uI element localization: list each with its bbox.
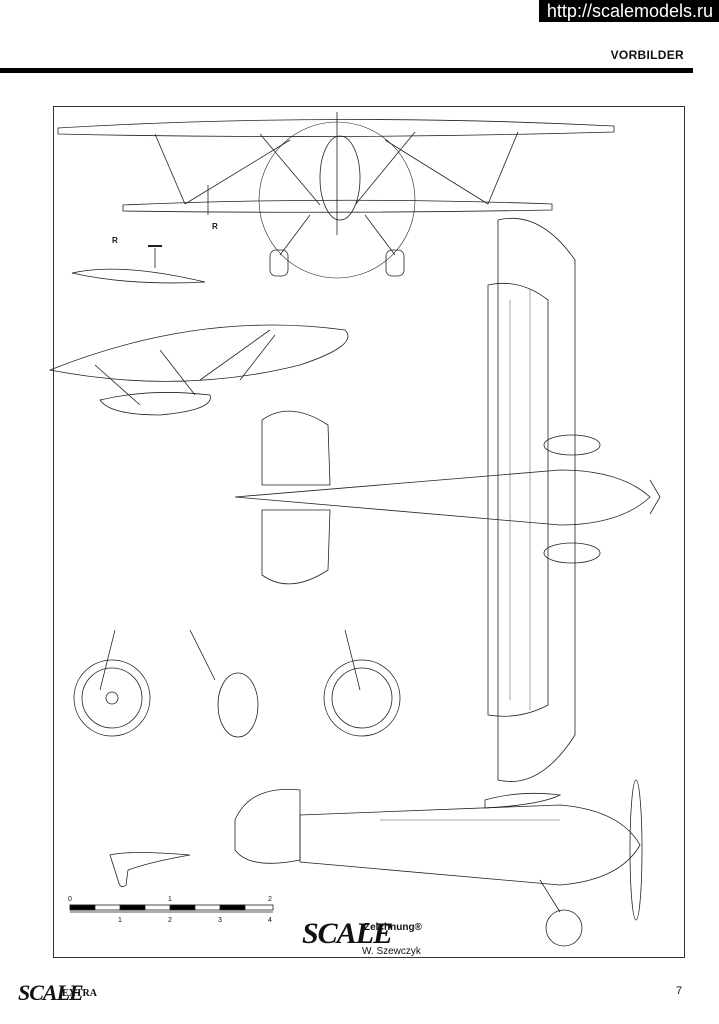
footer-logo: SCALE (18, 980, 84, 1005)
scale-bottom-4: 4 (268, 917, 272, 924)
footer-extra: EXTRA (62, 988, 98, 999)
plan-view (234, 218, 661, 782)
section-label-r-front: R (212, 222, 218, 231)
wing-section (71, 245, 206, 284)
author-credit: W. Szewczyk (362, 946, 421, 957)
section-title: VORBILDER (610, 48, 684, 62)
scale-top-1: 1 (168, 896, 172, 903)
scale-top-2: 2 (268, 896, 272, 903)
scale-bottom-3: 3 (218, 917, 222, 924)
watermark-banner: http://scalemodels.ru (538, 0, 719, 22)
side-view (234, 779, 643, 947)
zeichnung-label: Zeichnung® (364, 922, 422, 933)
page-number: 7 (676, 985, 683, 997)
drawing-frame (53, 106, 685, 958)
front-view (57, 112, 615, 279)
scale-bottom-1: 1 (118, 917, 122, 924)
header-rule (0, 68, 693, 73)
section-label-r: R (112, 236, 118, 245)
scale-bottom-2: 2 (168, 917, 172, 924)
oblique-wing-view (48, 324, 349, 416)
scale-brand-logo: SCALE (302, 917, 393, 950)
tailwheel-detail (109, 852, 191, 888)
scale-bar (69, 904, 274, 913)
scale-top-0: 0 (68, 896, 72, 903)
watermark-text: http://scalemodels.ru (546, 1, 713, 21)
wheel-details (73, 629, 401, 738)
